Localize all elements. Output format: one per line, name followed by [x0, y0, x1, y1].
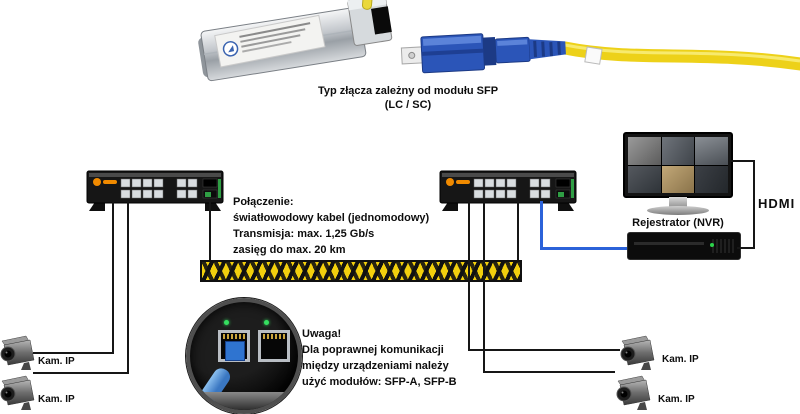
- desk-surface: [190, 392, 298, 410]
- rj45-port-empty: [258, 330, 290, 362]
- note-line3: między urządzeniami należy: [302, 360, 449, 372]
- ip-camera: [0, 335, 35, 371]
- camera-label: Kam. IP: [38, 394, 75, 405]
- cctv-cell: [661, 165, 695, 193]
- top-caption-line1: Typ złącza zależny od modułu SFP: [317, 85, 499, 97]
- fiber-info-line1: Połączenie:: [233, 196, 294, 208]
- hdmi-cable: [753, 160, 755, 249]
- cctv-cell: [695, 165, 728, 193]
- cctv-monitor: [623, 132, 733, 198]
- cctv-cell: [661, 137, 695, 165]
- rj45-blue-plug: [225, 341, 245, 361]
- rj45-port-plugged: [218, 330, 250, 362]
- note-block: Uwaga! Dla poprawnej komunikacji między …: [302, 326, 487, 390]
- fiber-info-line2: światłowodowy kabel (jednomodowy): [233, 212, 430, 224]
- monitor-base: [647, 206, 709, 215]
- camera-label: Kam. IP: [658, 394, 695, 405]
- top-caption-line2: (LC / SC): [384, 99, 432, 111]
- port-magnifier-circle: [186, 298, 302, 414]
- utp-wire: [112, 201, 114, 354]
- utp-wire: [483, 371, 615, 373]
- nvr-blue-cable: [540, 247, 630, 250]
- ip-camera: [616, 375, 651, 411]
- port-led: [264, 320, 269, 325]
- sfp-bail: [361, 0, 374, 10]
- rj45-pins: [223, 334, 245, 339]
- cctv-screen: [628, 137, 728, 193]
- fiber-info: Połączenie: światłowodowy kabel (jednomo…: [233, 194, 448, 258]
- ip-camera: [0, 375, 35, 411]
- nvr-vents: [712, 239, 734, 253]
- poe-switch-right: [439, 170, 577, 212]
- fiber-chevrons-right: [202, 262, 520, 280]
- rj45-pins: [263, 334, 285, 339]
- camera-label: Kam. IP: [38, 356, 75, 367]
- note-line4: użyć modułów: SFP-A, SFP-B: [302, 376, 457, 388]
- cctv-cell: [695, 137, 728, 165]
- utp-wire: [468, 201, 470, 351]
- sfp-module: [198, 0, 393, 82]
- monitor-stand: [669, 197, 687, 208]
- top-caption: Typ złącza zależny od modułu SFP (LC / S…: [288, 84, 528, 112]
- note-line2: Dla poprawnej komunikacji: [302, 344, 444, 356]
- nvr-recorder: [627, 232, 741, 260]
- camera-label: Kam. IP: [662, 354, 699, 365]
- nvr-blue-cable: [540, 201, 543, 249]
- cable-wrap: [584, 46, 603, 65]
- utp-wire: [483, 201, 485, 373]
- nvr-front-band: [634, 242, 704, 245]
- utp-wire: [127, 201, 129, 374]
- utp-wire: [468, 349, 620, 351]
- hdmi-cable: [737, 247, 755, 249]
- fiber-link-bar: [200, 260, 522, 282]
- note-line1: Uwaga!: [302, 328, 342, 340]
- hdmi-label: HDMI: [758, 196, 796, 211]
- fiber-drop-right: [517, 200, 519, 262]
- sc-connector: [400, 33, 566, 74]
- utp-wire: [33, 372, 129, 374]
- nvr-led: [710, 243, 714, 247]
- cctv-cell: [628, 165, 661, 193]
- fiber-info-line4: zasięg do max. 20 km: [233, 244, 346, 256]
- ip-camera: [620, 335, 655, 371]
- recorder-label: Rejestrator (NVR): [632, 217, 724, 229]
- fiber-drop-left: [209, 200, 211, 262]
- sfp-label: [214, 14, 326, 68]
- utp-wire: [33, 352, 114, 354]
- fiber-info-line3: Transmisja: max. 1,25 Gb/s: [233, 228, 375, 240]
- port-led: [224, 320, 229, 325]
- cctv-cell: [628, 137, 661, 165]
- sfp-and-connector-photo: [198, 0, 800, 82]
- hdmi-cable: [730, 160, 755, 162]
- poe-switch-left: [86, 170, 224, 212]
